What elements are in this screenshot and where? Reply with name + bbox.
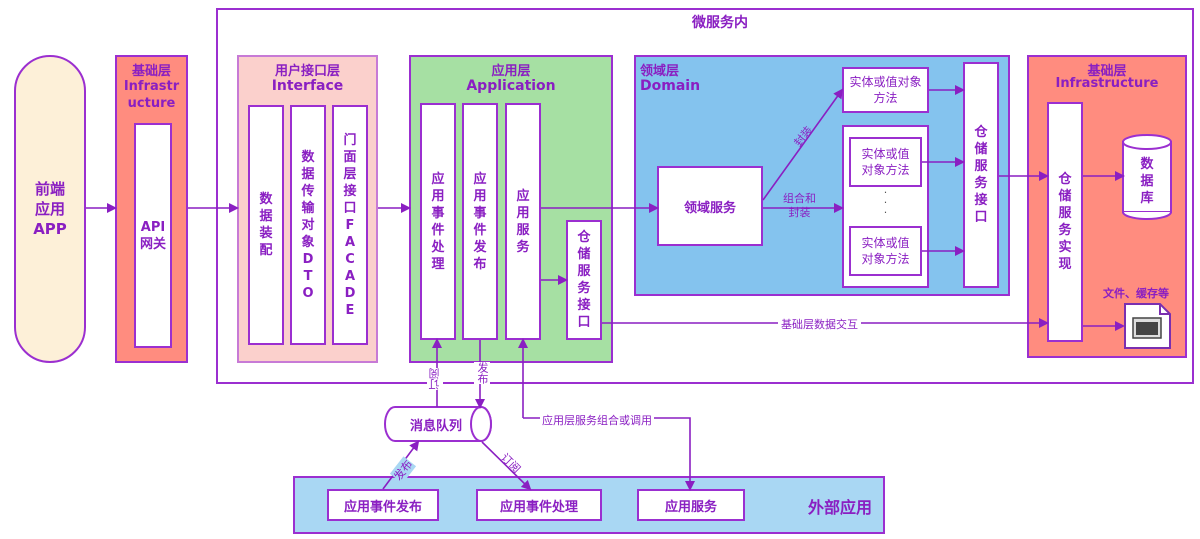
edge-app-service-call-label: 应用层服务组合或调用 (540, 412, 654, 428)
external-event-publish[interactable]: 应用事件发布 (327, 489, 439, 521)
message-queue-label: 消息队列 (409, 418, 462, 434)
edge-infra-interaction-label: 基础层数据交互 (778, 316, 861, 332)
app-repo-interface[interactable]: 仓储服务接口 (566, 220, 602, 340)
edge-external-subscribe-label: 订阅 (498, 450, 524, 476)
dto-label: 数据传输对象DTO (301, 149, 315, 301)
domain-subtitle: Domain (640, 78, 701, 94)
app-service-column[interactable]: 应用服务 (505, 103, 541, 340)
entity-method-mid-label: 实体或值对象方法 (861, 147, 910, 177)
entity-method-top[interactable]: 实体或值对象方法 (842, 67, 929, 113)
app-event-handle-column[interactable]: 应用事件处理 (420, 103, 456, 340)
interface-subtitle: Interface (271, 78, 344, 94)
dto-column[interactable]: 数据传输对象DTO (290, 105, 326, 345)
repo-impl[interactable]: 仓储服务实现 (1047, 102, 1083, 342)
domain-service-label: 领域服务 (683, 200, 736, 216)
external-app-service[interactable]: 应用服务 (637, 489, 745, 521)
infra-right-title: 基础层 (1087, 64, 1127, 79)
facade-label: 门面层接口FACADE (343, 132, 357, 318)
edge-publish-down-label: 发布 (474, 362, 490, 384)
application-title: 应用层 (491, 64, 531, 79)
app-event-publish-column[interactable]: 应用事件发布 (462, 103, 498, 340)
infra-right-subtitle: Infrastructure (1055, 76, 1159, 91)
external-event-handle-label: 应用事件处理 (499, 499, 578, 515)
data-assembly-column[interactable]: 数据装配 (248, 105, 284, 345)
app-repo-interface-label: 仓储服务接口 (577, 230, 591, 330)
files-label: 文件、缓存等 (1103, 287, 1169, 300)
external-event-handle[interactable]: 应用事件处理 (476, 489, 602, 521)
api-gateway[interactable]: API 网关 (134, 123, 172, 348)
domain-repo-interface-label: 仓储服务接口 (974, 125, 988, 225)
external-app-title: 外部应用 (808, 498, 873, 517)
database-label-text: 数据库 (1140, 156, 1154, 206)
domain-title: 领域层 (640, 64, 680, 79)
app-event-handle-label: 应用事件处理 (431, 171, 445, 272)
data-assembly-label: 数据装配 (259, 192, 273, 258)
application-subtitle: Application (466, 78, 556, 94)
edge-combine-label: 组合和 封装 (783, 192, 816, 220)
database-label: 数据库 (1123, 150, 1171, 212)
interface-title: 用户接口层 (274, 64, 340, 79)
frontend-app[interactable]: 前端 应用 APP (14, 55, 86, 363)
external-event-publish-label: 应用事件发布 (343, 499, 422, 515)
entity-method-bottom-label: 实体或值对象方法 (861, 236, 910, 266)
microservice-boundary (216, 8, 1194, 384)
app-service-label: 应用服务 (516, 188, 530, 255)
infra-left-subtitle: Infrastructure (115, 78, 188, 112)
external-app-service-label: 应用服务 (664, 499, 717, 515)
app-event-publish-label: 应用事件发布 (473, 171, 487, 272)
entity-ellipsis: · · · (883, 186, 888, 219)
microservice-label: 微服务内 (692, 15, 748, 31)
message-queue[interactable]: 消息队列 (392, 407, 480, 441)
domain-repo-interface[interactable]: 仓储服务接口 (963, 62, 999, 288)
infra-left-title: 基础层 (131, 64, 171, 79)
repo-impl-label: 仓储服务实现 (1058, 172, 1072, 272)
entity-method-mid[interactable]: 实体或值对象方法 (849, 137, 922, 187)
frontend-app-label: 前端 应用 APP (33, 180, 67, 238)
domain-service[interactable]: 领域服务 (657, 166, 763, 246)
api-gateway-label: API 网关 (139, 219, 166, 252)
infra-left-subtitle-text: Infrastructure (123, 79, 180, 111)
facade-column[interactable]: 门面层接口FACADE (332, 105, 368, 345)
entity-method-bottom[interactable]: 实体或值对象方法 (849, 226, 922, 276)
edge-subscribe-up-label: 订阅 (427, 368, 443, 390)
entity-method-top-label: 实体或值对象方法 (849, 75, 922, 105)
